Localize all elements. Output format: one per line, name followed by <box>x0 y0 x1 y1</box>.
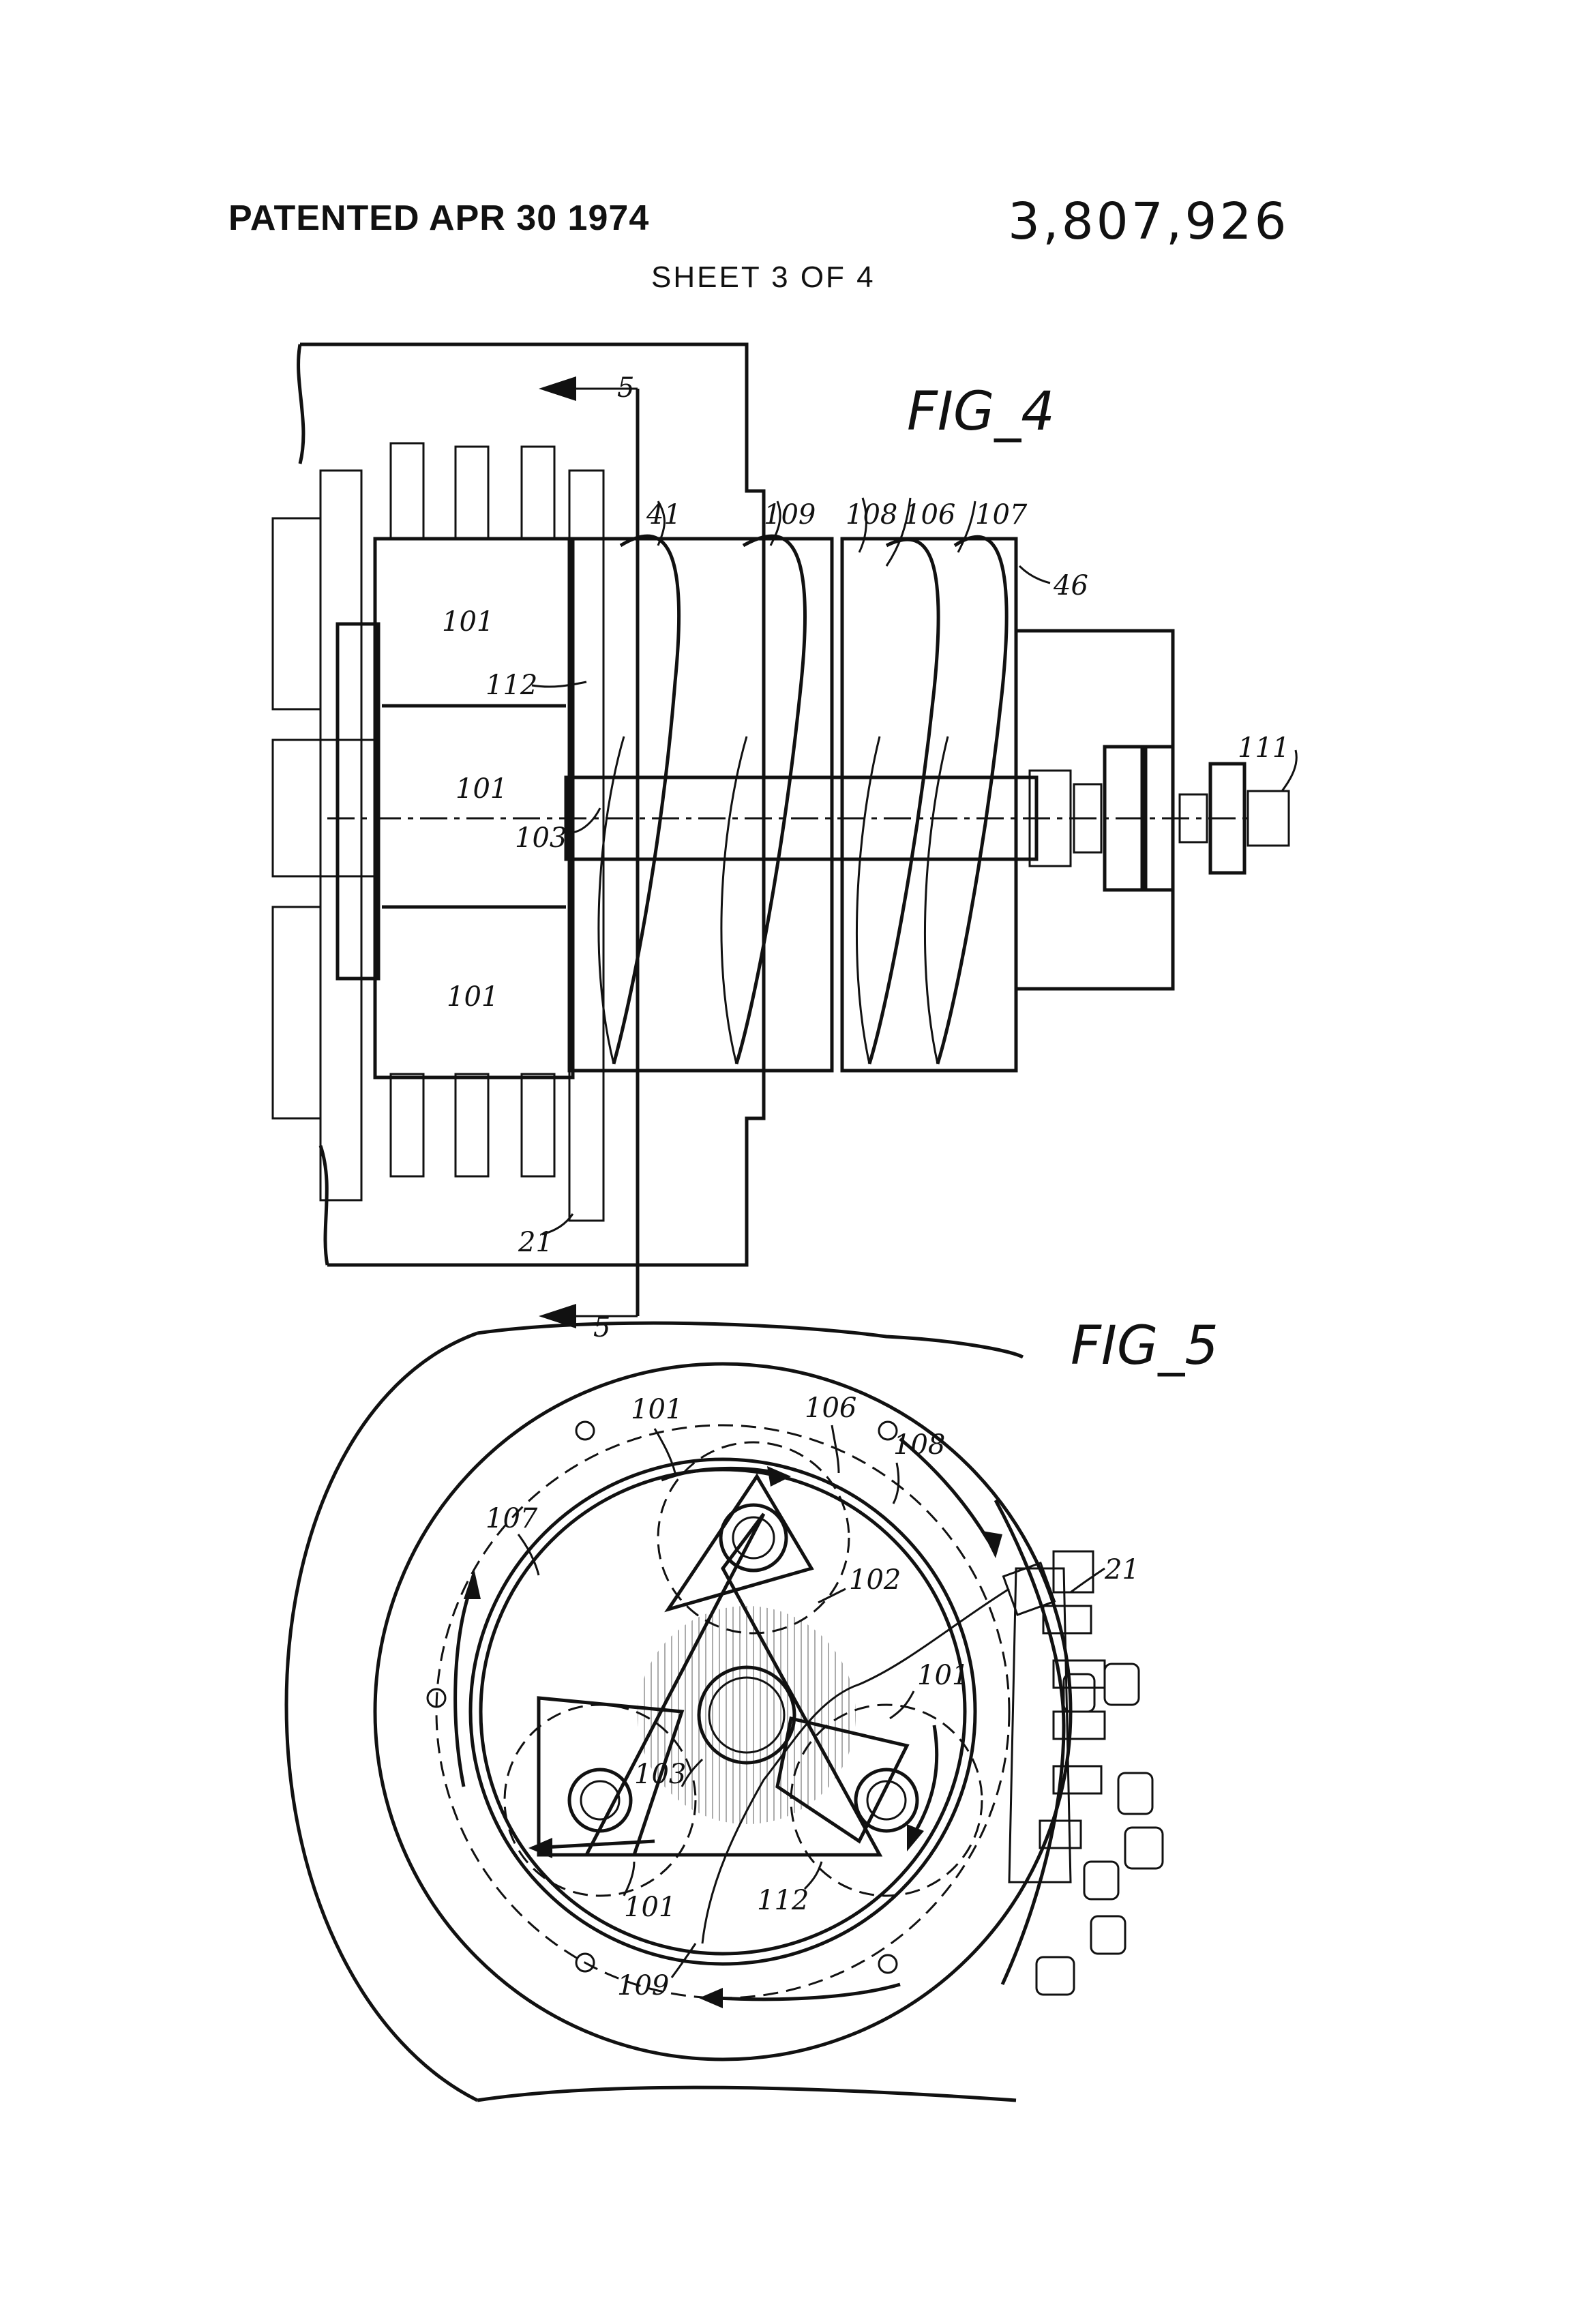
fig5-title: FIG_5 <box>1071 1315 1219 1377</box>
fig5-label-112: 112 <box>757 1885 809 1916</box>
helical-flights <box>599 536 1006 1064</box>
fig5-label-101-top: 101 <box>631 1394 683 1425</box>
fig5-label-102: 102 <box>849 1564 901 1596</box>
fig4-label-111: 111 <box>1238 732 1289 764</box>
fig5-label-103: 103 <box>634 1759 686 1790</box>
fig4-drawing <box>273 344 1296 1328</box>
fig5-label-106: 106 <box>805 1392 856 1424</box>
fig4-section-mark-top: 5 <box>617 372 634 404</box>
fig5-label-101-right: 101 <box>917 1660 969 1691</box>
pellet-strand <box>391 443 423 539</box>
fig4-section-mark-bottom: 5 <box>593 1312 610 1343</box>
fig5-label-109: 109 <box>617 1970 669 2001</box>
die-ring-section <box>320 471 361 1200</box>
fig4-label-103: 103 <box>515 822 567 854</box>
fig4-label-107: 107 <box>975 499 1028 531</box>
fig5-label-101-bottom: 101 <box>624 1892 676 1923</box>
fig4-label-108: 108 <box>846 499 897 531</box>
fig5-label-108: 108 <box>893 1429 945 1461</box>
fig4-label-112: 112 <box>486 670 537 701</box>
fig4-title: FIG_4 <box>907 381 1055 443</box>
fig5-drawing <box>286 1323 1163 2100</box>
fig5-label-21: 21 <box>1104 1554 1139 1585</box>
fig4-label-101-bottom: 101 <box>447 981 498 1013</box>
fig4-label-101-mid: 101 <box>456 773 507 805</box>
fig4-label-46: 46 <box>1053 570 1088 601</box>
fig4-label-106: 106 <box>904 499 955 531</box>
fig4-label-101-top: 101 <box>442 606 494 638</box>
fig5-label-107: 107 <box>486 1503 538 1534</box>
fig4-label-109: 109 <box>764 499 816 531</box>
fig4-label-41: 41 <box>646 499 681 531</box>
fig4-label-21: 21 <box>518 1227 553 1258</box>
feed-housing-right <box>842 539 1016 1071</box>
pellets <box>1003 1551 1163 1995</box>
